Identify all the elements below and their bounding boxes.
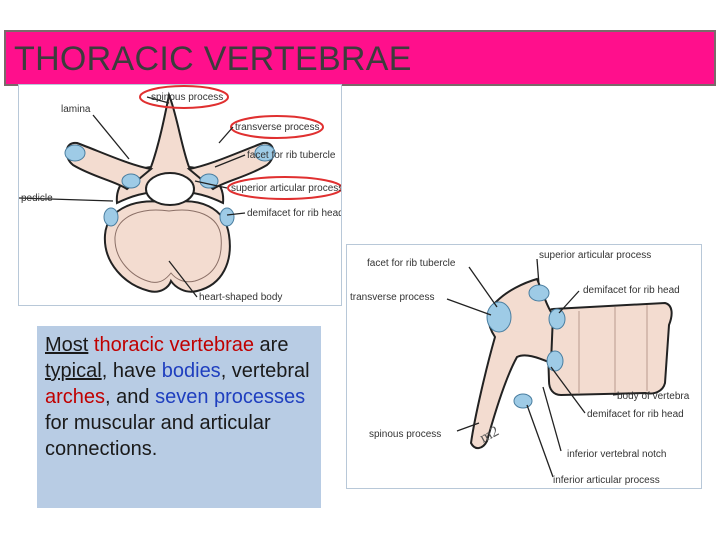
demifacet-left (103, 207, 119, 227)
text-arches: arches (45, 386, 106, 408)
lateral-view-diagram: facet for rib tubercle superior articula… (350, 250, 690, 486)
page-title: THORACIC VERTEBRAE (14, 40, 412, 78)
leader-lines-side (446, 258, 630, 478)
label-side-body: body of vertebra (617, 391, 690, 402)
label-side-facet-tubercle: facet for rib tubercle (367, 258, 456, 269)
text-vertebral: , vertebral (220, 360, 310, 382)
title-bar: THORACIC VERTEBRAE (4, 30, 716, 86)
label-side-spinous: spinous process (369, 429, 441, 440)
label-lamina: lamina (61, 104, 91, 115)
text-typical: typical (45, 360, 102, 382)
label-spinous: spinous process (151, 92, 223, 103)
text-bodies: bodies (161, 360, 221, 382)
superior-view-figure: spinous process lamina transverse proces… (18, 84, 344, 306)
text-and: , and (105, 386, 156, 408)
label-facet-tubercle: facet for rib tubercle (247, 150, 336, 161)
label-side-inferior-notch: inferior vertebral notch (567, 449, 667, 460)
text-most: Most (45, 334, 89, 356)
label-side-superior-articular: superior articular process (539, 250, 651, 261)
leader-lines-top (18, 96, 246, 298)
highlight-spinous (139, 85, 229, 109)
lateral-facet-tubercle (486, 301, 512, 333)
superior-view-diagram: spinous process lamina transverse proces… (18, 85, 344, 303)
text-thoracic-vertebrae: thoracic vertebrae (93, 334, 254, 356)
label-superior-articular: superior articular process (231, 183, 341, 194)
lateral-demifacet-upper (548, 308, 566, 330)
text-are: are (253, 334, 289, 356)
label-side-demifacet-lower: demifacet for rib head (587, 409, 684, 420)
text-seven-processes: seven processes (155, 386, 306, 408)
text-have: , have (101, 360, 162, 382)
lateral-demifacet-lower (546, 350, 564, 372)
label-demifacet: demifacet for rib head (247, 208, 341, 219)
label-transverse: transverse process (235, 122, 319, 133)
lateral-arch-shape (469, 277, 555, 449)
lateral-body-shape (545, 301, 673, 397)
text-connections: for muscular and articular connections. (45, 412, 271, 460)
facet-right (254, 144, 276, 162)
label-side-inferior-articular: inferior articular process (553, 475, 660, 486)
sup-articular-left (121, 173, 141, 189)
lateral-sup-articular (528, 284, 550, 302)
body-rim (114, 209, 222, 283)
handwritten-mark: m2 (477, 423, 501, 446)
lateral-inf-articular (513, 393, 533, 409)
label-side-transverse: transverse process (350, 292, 434, 303)
label-heart-body: heart-shaped body (199, 292, 282, 303)
vertebral-canal (145, 172, 195, 206)
highlight-transverse (230, 115, 324, 139)
label-pedicle: pedicle (21, 193, 53, 204)
description-textbox: Most thoracic vertebrae are typical, hav… (37, 326, 321, 508)
label-side-demifacet-upper: demifacet for rib head (583, 285, 680, 296)
vertebral-body-shape (103, 200, 231, 293)
facet-left (64, 144, 86, 162)
demifacet-right (219, 207, 235, 227)
lateral-view-figure: facet for rib tubercle superior articula… (346, 244, 702, 489)
